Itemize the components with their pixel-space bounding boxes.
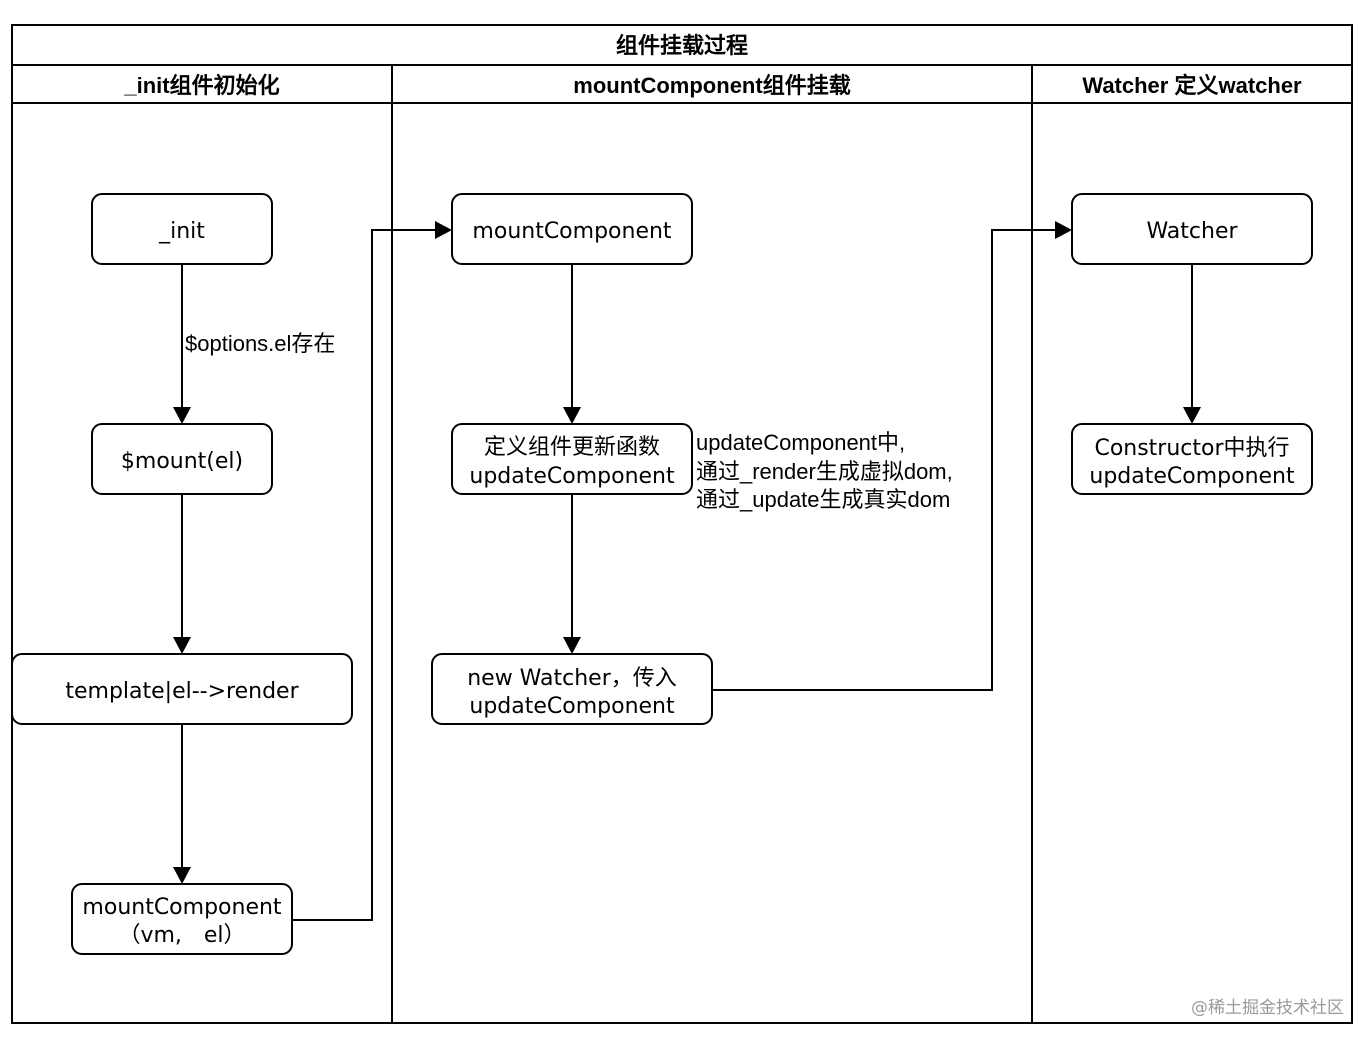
node-box — [91, 193, 273, 265]
node-box — [431, 653, 713, 725]
node-text-line-1: mountComponent — [82, 895, 282, 920]
node-box — [11, 653, 353, 725]
diagram-frame — [11, 24, 1353, 1024]
node-define-update[interactable]: 定义组件更新函数 updateComponent — [451, 423, 693, 495]
node-box — [91, 423, 273, 495]
lane-header-watcher: Watcher 定义watcher — [1082, 73, 1302, 98]
node-text: Watcher — [1146, 219, 1238, 244]
node-text-line-1: 定义组件更新函数 — [484, 435, 660, 460]
lane-header-init: _init组件初始化 — [123, 73, 279, 98]
node-template-render[interactable]: template|el-->render — [11, 653, 353, 725]
node-text: template|el-->render — [65, 679, 299, 704]
node-text: mountComponent — [472, 219, 672, 244]
node-watcher[interactable]: Watcher — [1071, 193, 1313, 265]
note-line-1: updateComponent中, — [696, 430, 905, 455]
arrowhead — [173, 637, 191, 654]
arrowhead — [435, 221, 452, 239]
node-new-watcher[interactable]: new Watcher，传入 updateComponent — [431, 653, 713, 725]
note-line-2: 通过_render生成虚拟dom, — [696, 459, 953, 484]
node-constructor-exec[interactable]: Constructor中执行 updateComponent — [1071, 423, 1313, 495]
edge-label-options-el: $options.el存在 — [185, 331, 335, 356]
edges: $options.el存在 — [173, 221, 1201, 921]
node-text-line-2: （vm, el） — [118, 923, 245, 948]
note-line-3: 通过_update生成真实dom — [696, 487, 950, 512]
node-box — [1071, 193, 1313, 265]
lane-header-mount: mountComponent组件挂载 — [573, 73, 850, 98]
arrowhead — [563, 637, 581, 654]
arrowhead — [563, 407, 581, 424]
arrowhead — [1055, 221, 1072, 239]
node-mount-component-call[interactable]: mountComponent （vm, el） — [71, 883, 293, 955]
diagram-title: 组件挂载过程 — [616, 33, 748, 58]
node-text-line-2: updateComponent — [1089, 464, 1295, 489]
update-component-note: updateComponent中, 通过_render生成虚拟dom, 通过_u… — [696, 430, 953, 512]
node-text: $mount(el) — [121, 449, 243, 474]
node-mount-component[interactable]: mountComponent — [451, 193, 693, 265]
edge-new-watcher-to-watcher — [712, 229, 1058, 691]
node-box — [451, 423, 693, 495]
watermark: @稀土掘金技术社区 — [1191, 998, 1344, 1018]
node-box — [451, 193, 693, 265]
node-text-line-1: new Watcher，传入 — [467, 666, 677, 691]
node-init[interactable]: _init — [91, 193, 273, 265]
node-box — [1071, 423, 1313, 495]
arrowhead — [1183, 407, 1201, 424]
arrowhead — [173, 407, 191, 424]
edge-mount-call-to-mount-component — [292, 229, 438, 921]
node-box — [71, 883, 293, 955]
node-text: _init — [158, 219, 205, 244]
arrowhead — [173, 867, 191, 884]
node-mount-el[interactable]: $mount(el) — [91, 423, 273, 495]
node-text-line-2: updateComponent — [469, 464, 675, 489]
node-text-line-2: updateComponent — [469, 694, 675, 719]
node-text-line-1: Constructor中执行 — [1094, 436, 1289, 461]
